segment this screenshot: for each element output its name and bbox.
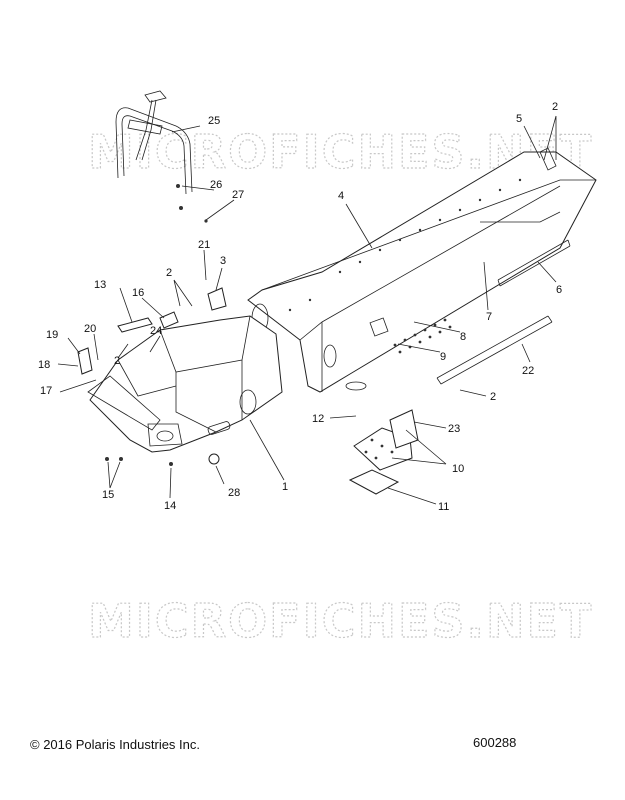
callout-18: 18 bbox=[38, 359, 50, 371]
grommet-part-28 bbox=[208, 453, 220, 465]
callout-11: 11 bbox=[438, 501, 449, 513]
callout-6: 6 bbox=[556, 284, 562, 296]
tunnel-part bbox=[247, 147, 597, 393]
callout-25: 25 bbox=[208, 115, 220, 127]
figure-number: 600288 bbox=[473, 735, 517, 750]
callout-2-top-right: 2 bbox=[552, 101, 558, 113]
plate-part-13 bbox=[117, 317, 153, 333]
copyright-text: © 2016 Polaris Industries Inc. bbox=[30, 737, 200, 752]
callout-24: 24 bbox=[150, 325, 162, 337]
rod-part-22 bbox=[436, 315, 553, 385]
grab-bar-part bbox=[115, 90, 193, 195]
lower-bracket-assembly bbox=[348, 409, 419, 495]
callout-16: 16 bbox=[132, 287, 144, 299]
callout-2-left: 2 bbox=[114, 355, 120, 367]
nuts-part-14-15 bbox=[105, 457, 173, 466]
callout-21: 21 bbox=[198, 239, 210, 251]
bracket-part-19 bbox=[77, 347, 93, 375]
callout-19: 19 bbox=[46, 329, 58, 341]
callout-5: 5 bbox=[516, 113, 522, 125]
callout-17: 17 bbox=[40, 385, 52, 397]
callout-28: 28 bbox=[228, 487, 240, 499]
bracket-part-3 bbox=[207, 287, 227, 311]
callout-23: 23 bbox=[448, 423, 460, 435]
callout-labels: 25 26 27 2 5 4 21 3 2 13 16 6 7 19 20 24… bbox=[38, 101, 562, 513]
callout-3: 3 bbox=[220, 255, 226, 267]
callout-22: 22 bbox=[522, 365, 534, 377]
bracket-part-16 bbox=[159, 311, 179, 329]
bulkhead-part bbox=[87, 315, 283, 453]
callout-12: 12 bbox=[312, 413, 324, 425]
callout-15: 15 bbox=[102, 489, 114, 501]
rail-part-6 bbox=[497, 239, 571, 287]
watermark-bottom: MICROFICHES.NET bbox=[88, 594, 593, 648]
callout-8: 8 bbox=[460, 331, 466, 343]
callout-20: 20 bbox=[84, 323, 96, 335]
callout-13: 13 bbox=[94, 279, 106, 291]
leader-lines bbox=[57, 115, 557, 505]
callout-27: 27 bbox=[232, 189, 244, 201]
callout-7: 7 bbox=[486, 311, 492, 323]
callout-26: 26 bbox=[210, 179, 222, 191]
callout-9: 9 bbox=[440, 351, 446, 363]
callout-14: 14 bbox=[164, 500, 176, 512]
callout-10: 10 bbox=[452, 463, 464, 475]
callout-1: 1 bbox=[282, 481, 288, 493]
callout-4: 4 bbox=[338, 190, 344, 202]
callout-2-right: 2 bbox=[490, 391, 496, 403]
fasteners-26-27 bbox=[176, 184, 208, 223]
callout-2-center-left: 2 bbox=[166, 267, 172, 279]
